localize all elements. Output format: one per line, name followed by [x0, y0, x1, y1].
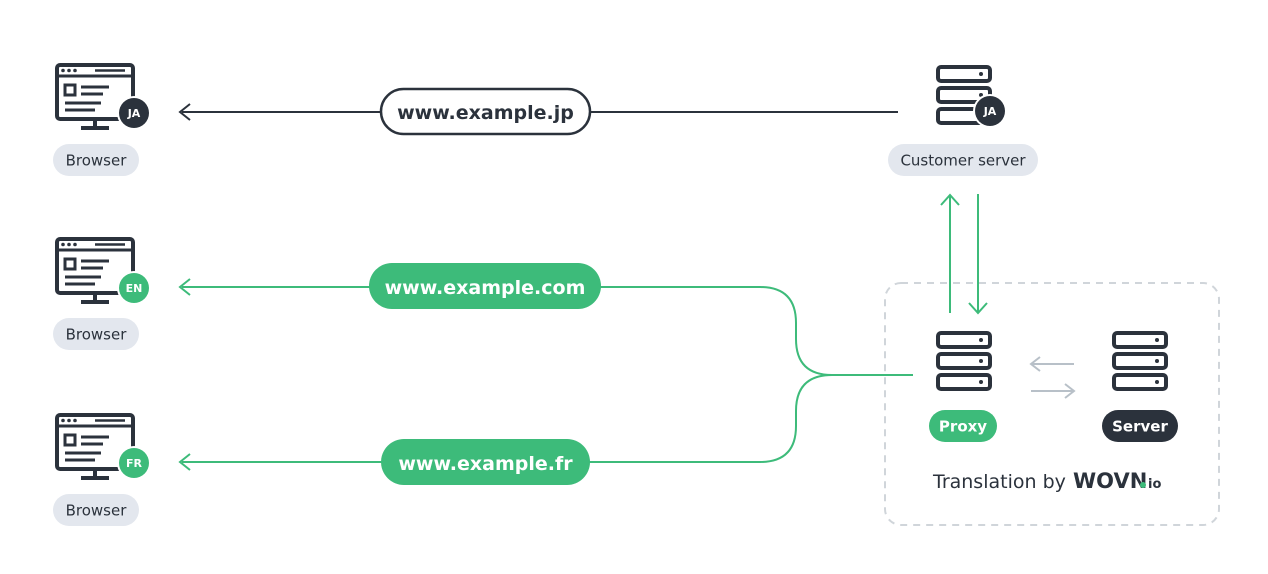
server-label: Server [1112, 418, 1168, 436]
browser-label: Browser [66, 502, 128, 520]
connector-fr [178, 374, 833, 471]
customer-server: JA Customer server [888, 65, 1038, 176]
arrow-customer-to-proxy [968, 194, 988, 315]
wovn-brand-suffix: io [1148, 477, 1161, 492]
proxy-label: Proxy [939, 418, 987, 436]
server-icon [936, 331, 992, 391]
server-icon [1112, 331, 1168, 391]
badge-label: JA [983, 105, 997, 118]
language-badge-ja: JA [117, 96, 151, 130]
wovn-logo: WOVN io [1073, 469, 1161, 493]
browser-en: EN Browser [53, 237, 151, 350]
arrow-server-to-proxy [1029, 356, 1074, 372]
url-label-jp: www.example.jp [397, 102, 574, 124]
url-pill-jp: www.example.jp [379, 87, 592, 136]
url-pill-com: www.example.com [369, 263, 601, 309]
badge-label: EN [126, 282, 143, 295]
browser-fr: FR Browser [53, 413, 151, 526]
language-badge-customer-ja: JA [973, 94, 1007, 128]
badge-label: FR [126, 457, 143, 470]
browser-label: Browser [66, 152, 128, 170]
language-badge-fr: FR [117, 446, 151, 480]
url-label-com: www.example.com [385, 277, 586, 299]
url-pill-fr: www.example.fr [381, 439, 590, 485]
connector-en [178, 278, 913, 376]
arrow-proxy-to-server [1031, 383, 1076, 399]
language-badge-en: EN [117, 271, 151, 305]
badge-label: JA [127, 107, 141, 120]
browser-label: Browser [66, 326, 128, 344]
translation-caption: Translation by WOVN io [932, 469, 1161, 493]
server-node: Server [1102, 331, 1178, 442]
proxy-node: Proxy [929, 331, 997, 442]
url-label-fr: www.example.fr [398, 453, 573, 475]
translation-by-text: Translation by [932, 471, 1066, 493]
wovn-logo-dot [1140, 482, 1146, 488]
wovn-brand-text: WOVN [1073, 469, 1147, 493]
arrow-proxy-to-customer [940, 193, 960, 313]
browser-ja: JA Browser [53, 63, 151, 176]
wovn-frame [884, 282, 1220, 526]
customer-server-label: Customer server [900, 152, 1026, 170]
